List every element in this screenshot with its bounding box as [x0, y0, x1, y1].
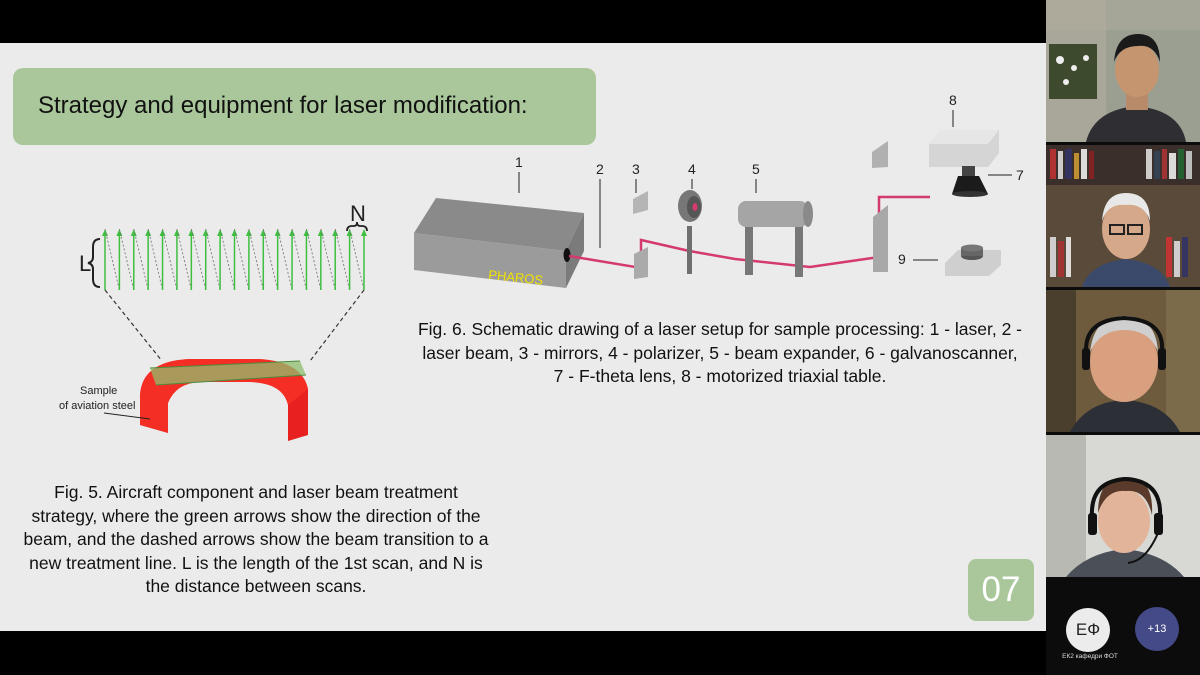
- participant-avatar[interactable]: ЕФ: [1066, 608, 1110, 652]
- fig6-label-5: 5: [752, 161, 760, 177]
- scan-transition-line: [176, 228, 192, 291]
- fig6-laser-setup: 1 2 3 4 5 8 7 9 PHAROS: [414, 92, 1024, 288]
- slide-number-box: 07: [968, 559, 1034, 621]
- fig6-galvo-mirror-top: [872, 141, 888, 168]
- participant-video-3[interactable]: [1046, 290, 1200, 432]
- scan-transition-line: [262, 228, 279, 291]
- fig5-scan-diagram: L N Sample of aviation steel: [59, 201, 368, 441]
- scan-arrowhead: [361, 229, 367, 236]
- fig5-projection-right: [309, 289, 365, 362]
- fig5-brace-N: [346, 221, 368, 232]
- slide-title: Strategy and equipment for laser modific…: [38, 92, 528, 119]
- fig6-label-4: 4: [688, 161, 696, 177]
- scan-transition-line: [118, 228, 135, 291]
- scan-transition-line: [349, 228, 365, 291]
- more-participants-button[interactable]: +13: [1135, 607, 1179, 651]
- presentation-slide: Strategy and equipment for laser modific…: [0, 43, 1046, 631]
- participant-video-1[interactable]: [1046, 0, 1200, 142]
- fig5-sample-part: [140, 359, 308, 441]
- fig6-component-9: [945, 244, 1001, 276]
- fig6-label-3: 3: [632, 161, 640, 177]
- fig5-label-L: L: [79, 251, 91, 276]
- fig6-label-1: 1: [515, 154, 523, 170]
- scan-transition-line: [205, 228, 221, 291]
- participants-panel: [1046, 0, 1200, 675]
- fig6-motorized-table: [929, 130, 999, 167]
- slide-title-box: Strategy and equipment for laser modific…: [13, 68, 596, 145]
- scan-transition-line: [147, 228, 163, 291]
- fig5-caption: Fig. 5. Aircraft component and laser bea…: [23, 482, 489, 596]
- scan-transition-line: [190, 228, 207, 291]
- fig6-label-9: 9: [898, 251, 906, 267]
- scan-transition-line: [104, 228, 120, 291]
- fig6-f-theta-lens: [952, 166, 988, 197]
- fig5-sample-label-1: Sample: [80, 385, 117, 397]
- scan-transition-line: [219, 228, 235, 291]
- scan-transition-line: [334, 228, 351, 291]
- fig6-laser-brand: PHAROS: [488, 267, 544, 288]
- fig6-galvo-mirror-bottom: [873, 205, 888, 272]
- scan-transition-line: [234, 228, 250, 291]
- fig6-polarizer: [678, 190, 702, 274]
- fig5-projection-left: [104, 289, 163, 362]
- fig6-mirror-upper: [633, 191, 648, 214]
- fig5-label-N: N: [350, 201, 366, 226]
- slide-number: 07: [981, 570, 1021, 609]
- scan-transition-line: [162, 228, 178, 291]
- fig5-scan-arrows: [102, 228, 367, 291]
- scan-transition-line: [133, 228, 149, 291]
- fig6-mirror-lower: [634, 247, 648, 279]
- fig6-label-8: 8: [949, 92, 957, 108]
- fig5-sample-label-2: of aviation steel: [59, 400, 135, 412]
- participant-video-2[interactable]: [1046, 145, 1200, 287]
- fig6-caption: Fig. 6. Schematic drawing of a laser set…: [417, 319, 1023, 386]
- scan-transition-line: [320, 228, 336, 291]
- participant-avatar-name: ЕК2 кафедри ФОТ: [1062, 653, 1118, 660]
- fig5-brace-L: [87, 238, 101, 288]
- participant-video-4[interactable]: [1046, 435, 1200, 577]
- fig5-sample-pointer: [103, 412, 151, 420]
- scan-transition-line: [248, 228, 264, 291]
- fig6-laser-box: PHAROS: [414, 198, 584, 288]
- fig6-label-7: 7: [1016, 167, 1024, 183]
- scan-transition-line: [291, 228, 307, 291]
- fig6-beam-expander: [738, 201, 813, 277]
- scan-transition-line: [277, 228, 293, 291]
- fig6-label-2: 2: [596, 161, 604, 177]
- scan-transition-line: [306, 228, 322, 291]
